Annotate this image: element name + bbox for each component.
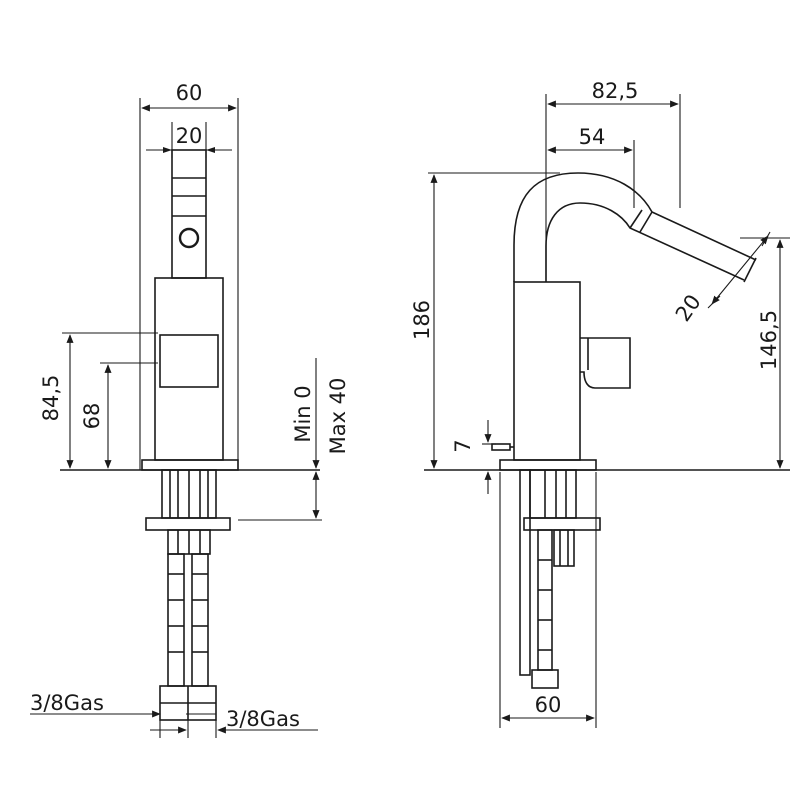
deck-base <box>141 459 239 471</box>
deck-min-label: Min 0 <box>291 385 315 442</box>
shank-assembly <box>145 469 231 555</box>
spout-offset-label: 54 <box>579 125 606 149</box>
body-height-label: 84,5 <box>39 375 63 422</box>
side-shank-assembly <box>519 469 601 689</box>
side-base-width-label: 60 <box>535 693 562 717</box>
front-width-label: 60 <box>176 81 203 105</box>
lever-handle <box>171 149 207 279</box>
nozzle-diameter-dimension-line <box>711 235 769 305</box>
spout-inner <box>545 202 745 282</box>
spout-nozzle <box>629 209 757 283</box>
total-height-label: 186 <box>410 300 434 340</box>
outlet-height-label: 146,5 <box>757 310 781 370</box>
side-lever <box>580 337 631 389</box>
side-deck-base <box>499 459 597 471</box>
thread-right-label: 3/8Gas <box>226 707 300 731</box>
mounting-plate <box>145 517 231 531</box>
nozzle-diameter-label: 20 <box>671 290 706 326</box>
deck-max-label: Max 40 <box>326 378 350 455</box>
flexible-hoses <box>159 553 217 721</box>
side-view: 82,5 54 186 146,5 20 <box>410 79 790 728</box>
thread-left-label: 3/8Gas <box>30 691 104 715</box>
handle-height-label: 68 <box>80 403 104 430</box>
spout-reach-label: 82,5 <box>592 79 639 103</box>
lever-width-label: 20 <box>176 124 203 148</box>
front-view: 60 20 84,5 68 <box>30 81 350 738</box>
pop-up-height-label: 7 <box>451 439 475 452</box>
tap-body <box>154 277 224 461</box>
lever-pivot-icon <box>178 227 200 249</box>
side-hose-connector <box>531 669 559 689</box>
side-mounting-plate <box>523 517 601 531</box>
pop-up-rod <box>491 443 514 451</box>
side-body <box>513 281 581 461</box>
body-plate <box>159 334 219 388</box>
spout-outer <box>513 172 757 282</box>
